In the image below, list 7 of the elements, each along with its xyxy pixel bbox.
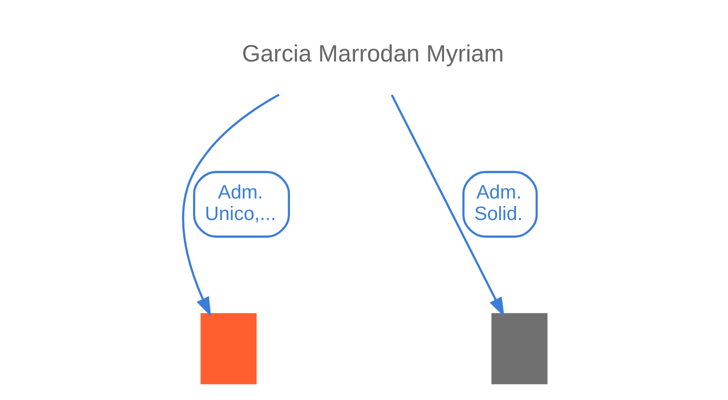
edge-label: Adm. Solid. [474, 181, 522, 225]
arrow [182, 94, 280, 317]
arrow [390, 94, 504, 317]
edge-label: Adm. Unico,... [204, 181, 276, 225]
node-text: Garcia Marrodan Myriam [241, 42, 504, 68]
node-building [200, 313, 256, 384]
node-building [490, 313, 547, 384]
